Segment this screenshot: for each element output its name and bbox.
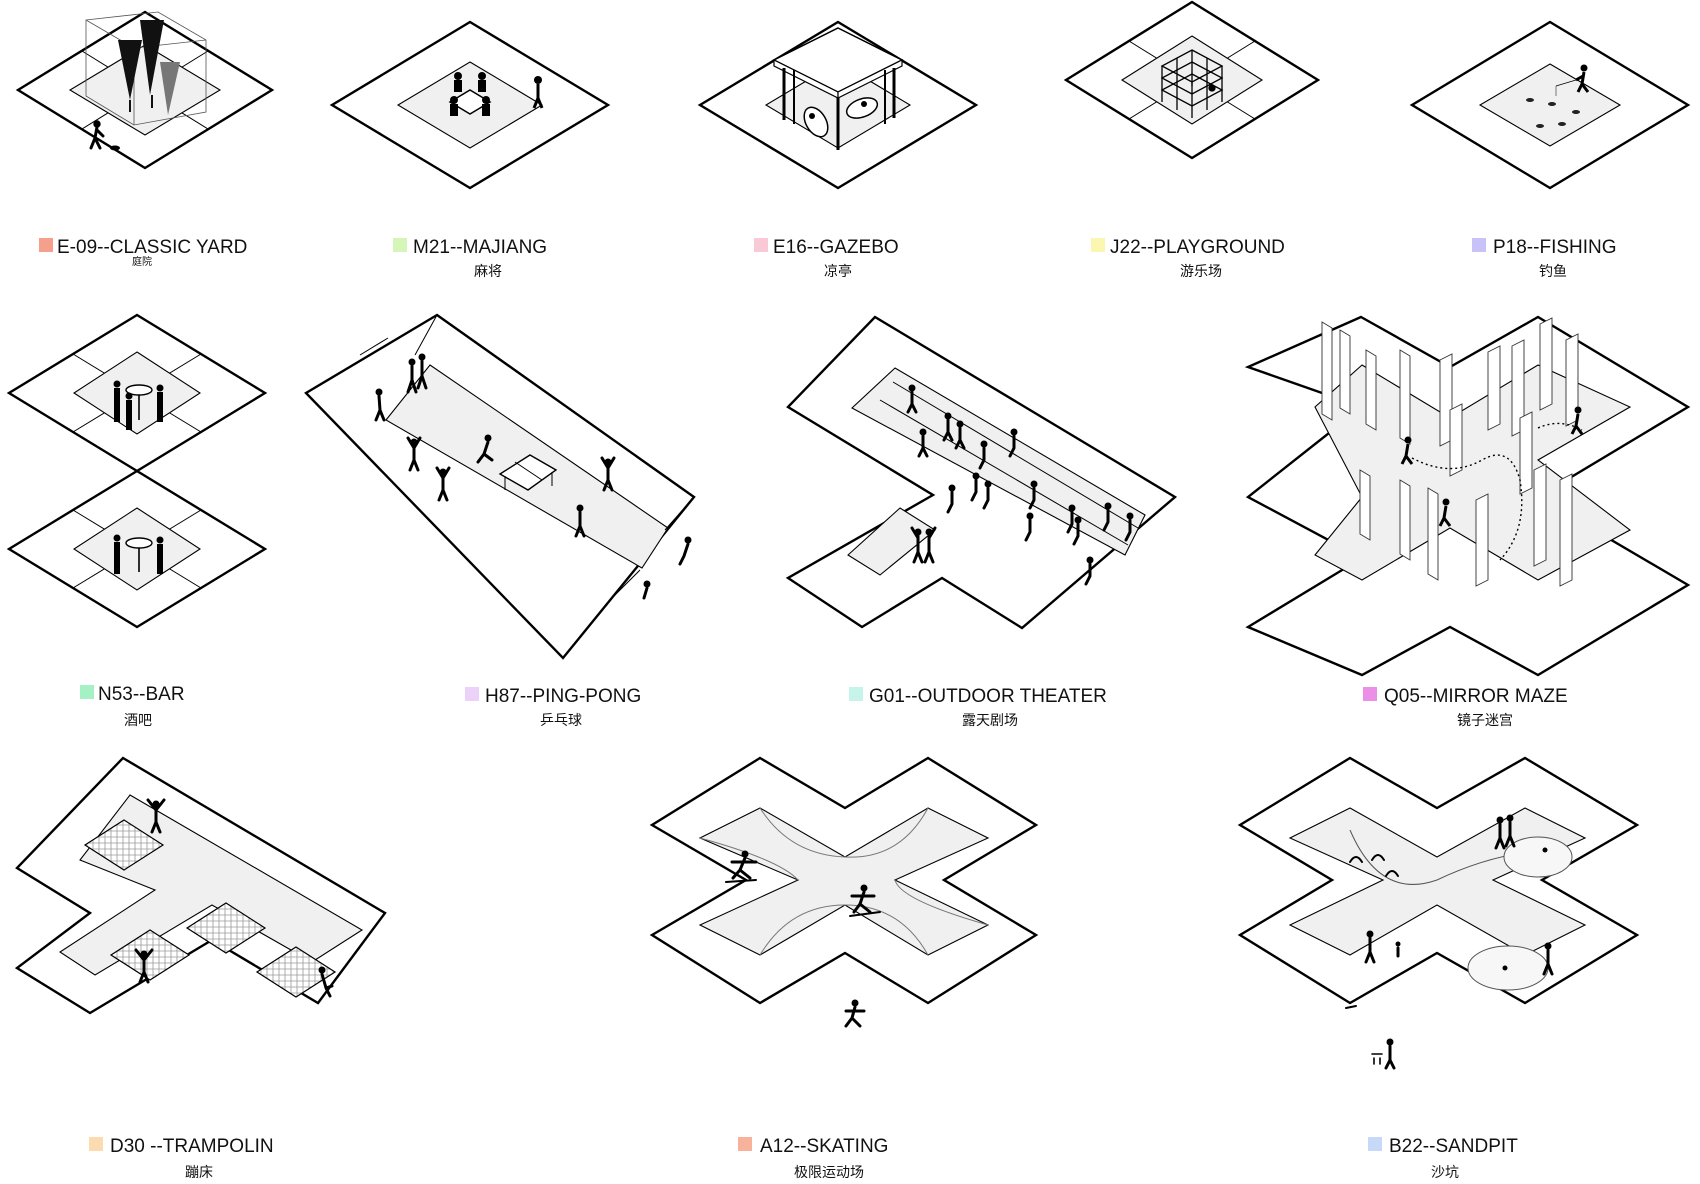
bar-plan <box>6 313 268 629</box>
module-sandpit <box>1237 756 1640 1070</box>
trampolin-plan <box>14 756 387 1015</box>
gazebo-icon <box>772 27 904 150</box>
module-chinese-label: 镜子迷宫 <box>1457 712 1513 728</box>
module-code-label: H87--PING-PONG <box>485 686 641 707</box>
module-chinese-label: 露天剧场 <box>962 712 1018 728</box>
module-skating <box>649 756 1039 1028</box>
color-swatch <box>80 685 94 699</box>
skating-plan <box>649 756 1039 1005</box>
color-swatch <box>1363 687 1377 701</box>
person-icon <box>374 353 692 600</box>
module-code-label: M21--MAJIANG <box>413 237 547 258</box>
color-swatch <box>1472 238 1486 252</box>
module-chinese-label: 酒吧 <box>124 712 152 728</box>
module-code-label: B22--SANDPIT <box>1389 1136 1518 1157</box>
module-chinese-label: 钓鱼 <box>1539 263 1567 279</box>
module-chinese-label: 极限运动场 <box>794 1164 864 1180</box>
audience-icon <box>906 384 1134 586</box>
fishing-icon <box>1526 64 1590 128</box>
module-chinese-label: 游乐场 <box>1180 263 1222 279</box>
module-classic-yard <box>15 10 275 170</box>
module-chinese-label: 麻将 <box>474 263 502 279</box>
module-code-label: N53--BAR <box>98 684 185 705</box>
skateboard-icon <box>725 850 881 1028</box>
color-swatch <box>39 238 53 252</box>
person-walking-dog-icon <box>89 120 120 151</box>
module-ping-pong <box>304 313 696 660</box>
color-swatch <box>1368 1137 1382 1151</box>
label-gazebo: E16--GAZEBO 凉亭 <box>754 237 899 279</box>
bar-table-icon <box>113 380 164 574</box>
label-majiang: M21--MAJIANG 麻将 <box>393 237 547 279</box>
ping-pong-plan <box>304 313 696 660</box>
color-swatch <box>1091 238 1105 252</box>
label-skating: A12--SKATING 极限运动场 <box>738 1136 888 1180</box>
label-mirror-maze: Q05--MIRROR MAZE 镜子迷宫 <box>1363 686 1568 728</box>
color-swatch <box>738 1137 752 1151</box>
module-chinese-label: 庭院 <box>132 255 152 268</box>
module-chinese-label: 沙坑 <box>1431 1164 1459 1180</box>
color-swatch <box>849 687 863 701</box>
label-ping-pong: H87--PING-PONG 乒乓球 <box>465 686 641 728</box>
module-code-label: J22--PLAYGROUND <box>1110 237 1285 258</box>
module-mirror-maze <box>1244 315 1691 677</box>
module-code-label: Q05--MIRROR MAZE <box>1384 686 1568 707</box>
module-playground <box>1063 0 1321 160</box>
label-sandpit: B22--SANDPIT 沙坑 <box>1368 1136 1518 1180</box>
color-swatch <box>393 238 407 252</box>
label-bar: N53--BAR 酒吧 <box>80 684 185 728</box>
mirror-maze-icon <box>1321 317 1584 587</box>
color-swatch <box>754 238 768 252</box>
module-bar <box>6 313 268 629</box>
color-swatch <box>465 687 479 701</box>
sandpit-plan <box>1237 756 1640 1005</box>
module-code-label: D30 --TRAMPOLIN <box>110 1136 274 1157</box>
module-code-label: A12--SKATING <box>760 1136 888 1157</box>
module-code-label: P18--FISHING <box>1493 237 1617 258</box>
label-trampolin: D30 --TRAMPOLIN 蹦床 <box>89 1136 274 1180</box>
climbing-frame-icon <box>1160 49 1224 118</box>
trampoline-icon <box>134 798 334 998</box>
module-gazebo <box>697 20 979 190</box>
module-chinese-label: 乒乓球 <box>540 712 582 728</box>
mirror-maze-plan <box>1244 315 1691 677</box>
label-playground: J22--PLAYGROUND 游乐场 <box>1091 237 1285 279</box>
mahjong-table-icon <box>448 72 544 116</box>
label-outdoor-theater: G01--OUTDOOR THEATER 露天剧场 <box>849 686 1107 728</box>
color-swatch <box>89 1137 103 1151</box>
label-fishing: P18--FISHING 钓鱼 <box>1472 237 1617 279</box>
classic-yard-plan <box>15 10 275 170</box>
module-chinese-label: 蹦床 <box>185 1164 213 1180</box>
module-code-label: E-09--CLASSIC YARD <box>57 237 247 258</box>
module-fishing <box>1409 20 1691 190</box>
sandpit-icon <box>1345 814 1554 1070</box>
module-chinese-label: 凉亭 <box>824 263 852 279</box>
tree-icon <box>118 20 180 115</box>
module-majiang <box>329 20 611 190</box>
outdoor-theater-plan <box>785 315 1178 630</box>
module-trampolin <box>14 756 387 1015</box>
ping-pong-table-icon <box>498 454 558 491</box>
module-code-label: E16--GAZEBO <box>773 237 899 258</box>
module-code-label: G01--OUTDOOR THEATER <box>869 686 1107 707</box>
module-outdoor-theater <box>785 315 1178 630</box>
